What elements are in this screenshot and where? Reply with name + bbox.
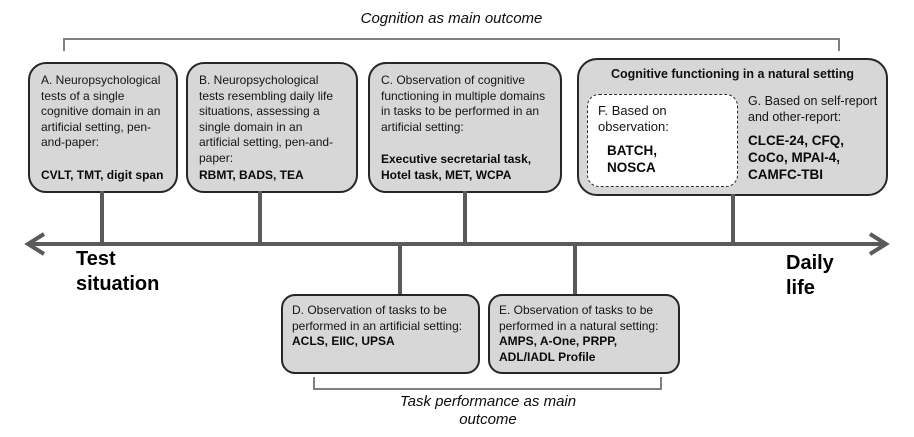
arrowhead-right-icon [868,232,890,256]
top-bracket [63,38,840,51]
box-c-instruments: Executive secretarial task, Hotel task, … [381,152,532,182]
connector-box-fg [731,194,735,244]
top-bracket-label: Cognition as main outcome [360,10,543,27]
connector-box-c [463,191,467,244]
axis-label-daily-life: Daily life [786,252,834,299]
connector-box-b [258,191,262,244]
box-b-neuropsych-daily-life: B. Neuropsychological tests resembling d… [186,62,358,193]
box-e-instruments: AMPS, A-One, PRPP, ADL/IADL Profile [499,334,618,364]
box-g-self-report: G. Based on self-report and other-report… [748,93,884,183]
box-fg-natural-setting: Cognitive functioning in a natural setti… [577,58,888,196]
connector-box-a [100,191,104,244]
box-a-description: A. Neuropsychological tests of a single … [41,73,161,149]
box-g-description: G. Based on self-report and other-report… [748,94,878,124]
box-c-description: C. Observation of cognitive functioning … [381,73,546,134]
connector-box-d [398,244,402,296]
box-e-observation-natural: E. Observation of tasks to be performed … [488,294,680,374]
arrowhead-left-icon [24,232,46,256]
box-d-observation-artificial: D. Observation of tasks to be performed … [281,294,480,374]
axis-arrow [24,232,890,256]
axis-label-test-situation: Test situation [76,248,160,295]
box-a-neuropsych-single-domain: A. Neuropsychological tests of a single … [28,62,178,193]
bottom-bracket [313,377,662,390]
box-f-based-on-observation: F. Based on observation: BATCH, NOSCA [587,94,738,187]
box-a-instruments: CVLT, TMT, digit span [41,167,164,182]
box-d-description: D. Observation of tasks to be performed … [292,303,463,333]
box-f-instruments: BATCH, NOSCA [607,143,657,175]
connector-box-e [573,244,577,296]
box-fg-header: Cognitive functioning in a natural setti… [610,67,855,81]
box-d-instruments: ACLS, EIIC, UPSA [292,334,395,348]
box-b-description: B. Neuropsychological tests resembling d… [199,73,334,165]
box-e-description: E. Observation of tasks to be performed … [499,303,659,333]
box-b-instruments: RBMT, BADS, TEA [199,167,304,182]
box-c-observation-multiple-domains: C. Observation of cognitive functioning … [368,62,562,193]
box-f-description: F. Based on observation: [598,103,669,134]
box-g-instruments: CLCE-24, CFQ, CoCo, MPAI-4, CAMFC-TBI [748,133,845,182]
bottom-bracket-label: Task performance as main outcome [399,393,577,428]
